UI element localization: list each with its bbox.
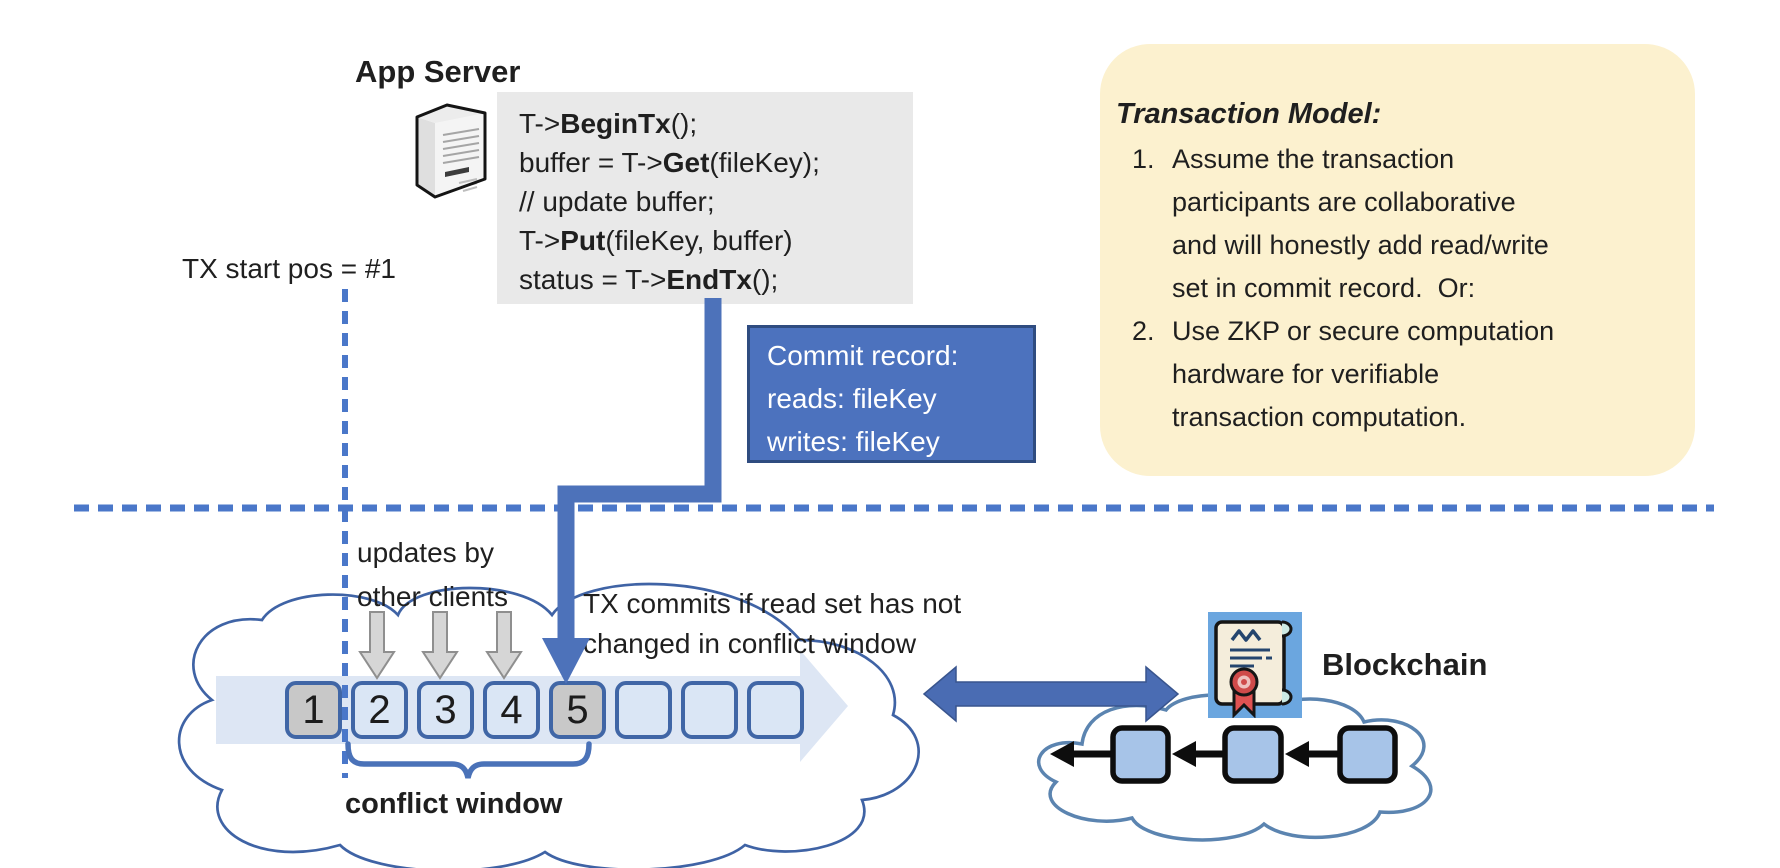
chain-arrow-icon [1285,741,1309,767]
tx-start-label: TX start pos = #1 [182,253,396,284]
chain-block [1337,725,1398,784]
transaction-model-list: Assume the transaction participants are … [1116,138,1665,439]
server-side-face [417,117,435,197]
certificate-icon [1208,612,1302,719]
block-slot-8 [747,681,804,739]
commit-record-line: reads: fileKey [767,383,937,414]
sync-double-arrow [922,665,1180,723]
code-line: status = T->EndTx(); [519,264,779,295]
transaction-model-item: Assume the transaction participants are … [1162,138,1642,310]
conflict-window-bracket [345,741,592,779]
chain-block [1110,725,1171,784]
transaction-model-title: Transaction Model: [1116,98,1382,130]
blockchain-label: Blockchain [1322,647,1488,682]
block-slot-7 [681,681,738,739]
block-slot-6 [615,681,672,739]
scroll-curl-top [1281,620,1293,638]
block-slot-4: 4 [483,681,540,739]
update-arrow-icon [358,611,396,680]
transaction-model-note: Transaction Model: Assume the transactio… [1100,44,1695,476]
scroll-curl-bottom [1281,688,1293,706]
blockchain-links [1050,725,1398,784]
tx-commits-label: TX commits if read set has not changed i… [583,588,962,659]
chain-arrow-icon [1050,741,1074,767]
commit-record-line: writes: fileKey [767,426,940,457]
block-slot-2: 2 [351,681,408,739]
block-slot-1: 1 [285,681,342,739]
code-line: // update buffer; [519,186,715,217]
scroll-text-lines [1230,648,1272,668]
commit-record-box: Commit record: reads: fileKey writes: fi… [747,325,1036,463]
server-vents [442,128,480,164]
server-outline [415,103,487,199]
update-arrow-icon [485,611,523,680]
block-slot-3: 3 [417,681,474,739]
code-line: T->Put(fileKey, buffer) [519,225,793,256]
updates-by-other-clients-label: updates by other clients [357,537,508,612]
block-slot-5: 5 [549,681,606,739]
transaction-model-item: Use ZKP or secure computation hardware f… [1162,310,1642,439]
update-arrow-icon [421,611,459,680]
app-server-title: App Server [355,54,521,89]
code-line: T->BeginTx(); [519,108,698,139]
conflict-window-cloud [177,582,920,868]
rosette-center [1241,679,1247,685]
certificate-graphic [1208,612,1302,719]
server-front-face [435,113,485,197]
conflict-window-label: conflict window [345,788,563,820]
commit-record-line: Commit record: [767,340,959,371]
transaction-code-block: T->BeginTx(); buffer = T->Get(fileKey); … [497,92,913,304]
code-line: buffer = T->Get(fileKey); [519,147,820,178]
chain-arrow-icon [1172,741,1196,767]
scroll-zigzag [1230,629,1262,642]
server-tower-graphic [415,103,487,199]
server-slot [445,167,469,177]
server-icon [411,99,488,199]
chain-block [1222,725,1284,784]
